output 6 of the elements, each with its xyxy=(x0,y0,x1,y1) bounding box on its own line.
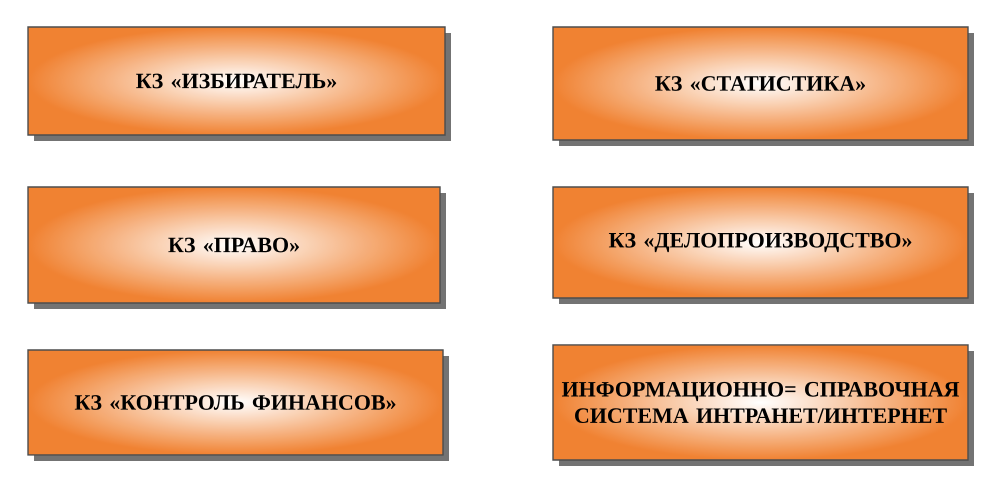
label-box: КЗ «ПРАВО» xyxy=(27,186,446,309)
label-box: КЗ «КОНТРОЛЬ ФИНАНСОВ» xyxy=(27,349,449,461)
label-box: КЗ «СТАТИСТИКА» xyxy=(552,26,974,146)
label-box: ИНФОРМАЦИОННО= СПРАВОЧНАЯ СИСТЕМА ИНТРАНЕТ/ИНТЕРНЕТ xyxy=(552,344,974,466)
label-box: КЗ «ИЗБИРАТЕЛЬ» xyxy=(27,26,451,141)
label-box: КЗ «ДЕЛОПРОИЗВОДСТВО» xyxy=(552,186,974,304)
